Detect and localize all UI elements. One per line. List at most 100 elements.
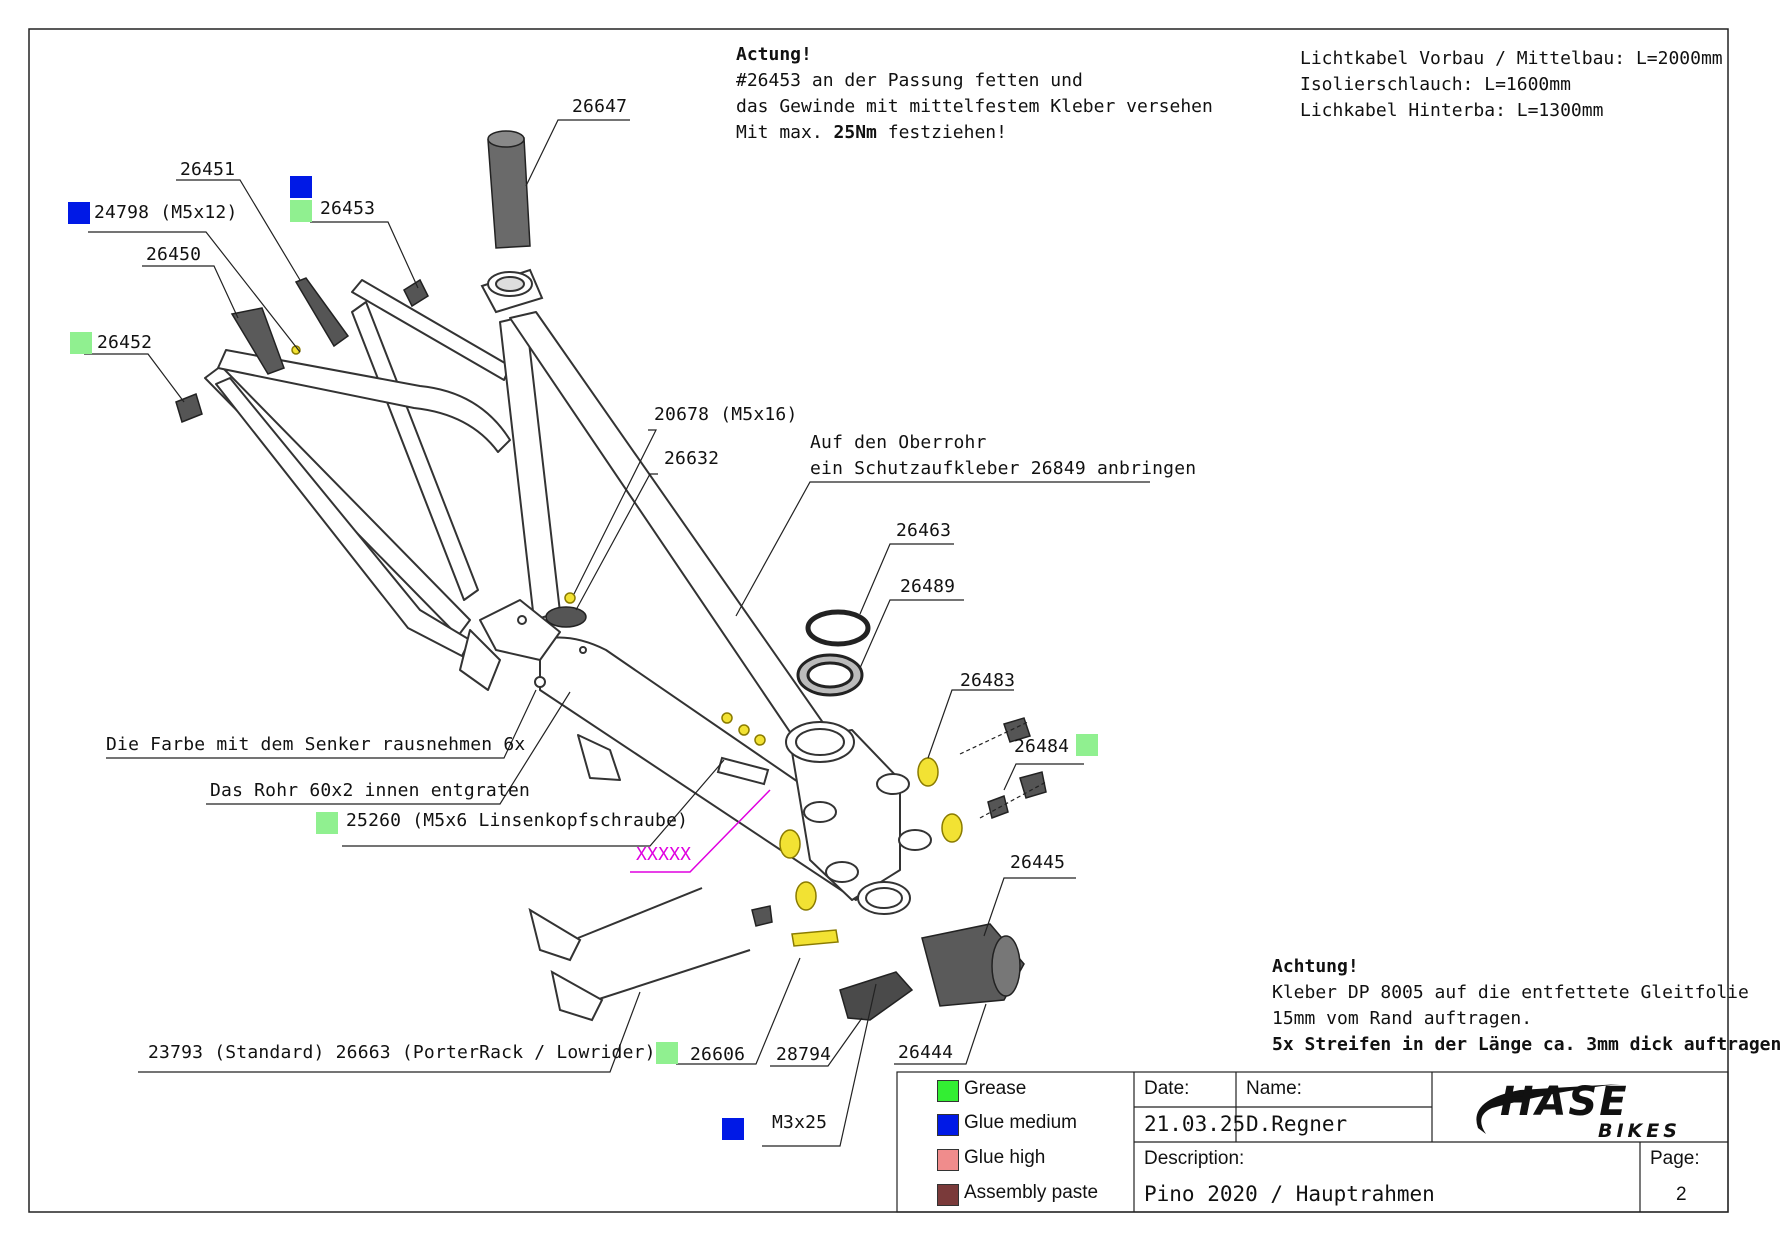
part-26451 [294,277,350,348]
cable-length-line: Lichtkabel Vorbau / Mittelbau: L=2000mm [1300,48,1723,69]
part-25260-plate [716,756,770,786]
callout-23793: 23793 (Standard) 26663 (PorterRack / Low… [148,1042,656,1063]
hase-logo-sub-container: BIKES [1598,1120,1681,1142]
description-label: Description: [1144,1148,1245,1169]
callout-28794: 28794 [776,1044,832,1065]
grease-marker [1076,734,1098,756]
head-lug [789,729,901,901]
callout-26489: 26489 [900,576,956,597]
hase-logo: HASE [1500,1082,1629,1122]
part-26483-bushing [917,757,939,787]
part-26484-b [1019,771,1047,799]
callout-rohr: Das Rohr 60x2 innen entgraten [210,780,531,801]
callout-26452: 26452 [97,332,153,353]
part-26463 [805,609,871,647]
legend-label-glue-medium: Glue medium [964,1112,1077,1133]
adhesive-note-line1: Kleber DP 8005 auf die entfettete Gleitf… [1272,982,1749,1003]
legend-swatch-grease [937,1080,959,1102]
seat-stay-right [351,301,479,601]
axle-lower [595,949,751,1001]
glue-medium-marker [722,1118,744,1140]
callout-26484: 26484 [1014,736,1070,757]
legend-label-grease: Grease [964,1078,1027,1099]
torque-value: 25Nm [833,122,877,143]
leader-lines [84,119,1150,1147]
callout-26647: 26647 [572,96,628,117]
warning-title: Actung! [736,44,812,65]
grease-marker [290,200,312,222]
warning-line2: das Gewinde mit mittelfestem Kleber vers… [736,96,1213,117]
callout-24798: 24798 (M5x12) [94,202,238,223]
warning-note-top: Actung! #26453 an der Passung fetten und… [736,42,1213,146]
rear-bracket [459,629,501,691]
glue-medium-marker [290,176,312,198]
callout-26463: 26463 [896,520,952,541]
part-26452 [175,392,203,424]
hase-logo-swoosh [1476,1084,1620,1134]
callout-26483: 26483 [960,670,1016,691]
part-26606-bolt [791,929,839,947]
callout-26451: 26451 [180,159,236,180]
legend-swatch-assembly-paste [937,1184,959,1206]
seat-clamp [480,268,544,314]
adhesive-note-line3: 5x Streifen in der Länge ca. 3mm dick au… [1272,1034,1781,1055]
part-26450 [230,307,285,375]
adhesive-note: Achtung! Kleber DP 8005 auf die entfette… [1272,954,1781,1058]
cable-length-line: Isolierschlauch: L=1600mm [1300,74,1571,95]
qr-lever-upper [528,907,582,962]
grease-marker [70,332,92,354]
page-value: 2 [1676,1184,1687,1205]
callout-26606: 26606 [690,1044,746,1065]
bridge-tube [217,349,511,453]
glue-medium-marker [68,202,90,224]
cable-length-line: Lichkabel Hinterba: L=1300mm [1300,100,1604,121]
part-26453 [403,278,429,308]
legend-label-assembly-paste: Assembly paste [964,1182,1099,1203]
callout-26450: 26450 [146,244,202,265]
grease-marker [316,812,338,834]
cable-lengths-note: Lichtkabel Vorbau / Mittelbau: L=2000mm … [1300,46,1723,124]
description-value: Pino 2020 / Hauptrahmen [1144,1182,1435,1206]
callout-20678: 20678 (M5x16) [654,404,798,425]
adhesive-note-line2: 15mm vom Rand auftragen. [1272,1008,1533,1029]
sheet-border [28,28,1729,1213]
part-28794 [839,971,914,1021]
grease-marker [656,1042,678,1064]
callout-26445: 26445 [1010,852,1066,873]
callout-26444: 26444 [898,1042,954,1063]
hase-logo-main: HASE [1500,1079,1629,1125]
date-label: Date: [1144,1078,1190,1099]
callout-26453: 26453 [320,198,376,219]
legend-swatch-glue-high [937,1149,959,1171]
bb-lug [479,599,561,661]
page-label: Page: [1650,1148,1700,1169]
part-26647 [487,137,531,249]
callout-m3x25: M3x25 [772,1112,828,1133]
hase-logo-sub: BIKES [1598,1120,1681,1142]
part-26606-washer [751,905,773,927]
legend-swatch-glue-medium [937,1114,959,1136]
name-label: Name: [1246,1078,1302,1099]
qr-lever-lower [550,970,604,1022]
warning-line1: #26453 an der Passung fetten und [736,70,1083,91]
name-value: D.Regner [1246,1112,1348,1136]
markup-xxxxx: XXXXX [636,844,692,865]
adhesive-note-title: Achtung! [1272,956,1359,977]
markup-leader [630,789,771,873]
callout-25260: 25260 (M5x6 Linsenkopfschraube) [346,810,689,831]
frame [204,279,932,915]
title-block-grid [896,1071,1729,1213]
callout-26632: 26632 [664,448,720,469]
callout-farbe: Die Farbe mit dem Senker rausnehmen 6x [106,734,526,755]
callout-oberrohr-line2: ein Schutzaufkleber 26849 anbringen [810,458,1197,479]
warning-line3-prefix: Mit max. [736,122,834,143]
legend-label-glue-high: Glue high [964,1147,1046,1168]
axle-upper [577,887,703,939]
warning-line3: Mit max. 25Nm festziehen! [736,120,1213,146]
date-value: 21.03.25 [1144,1112,1246,1136]
kickstand-plate [577,734,621,781]
callout-oberrohr-line1: Auf den Oberrohr [810,432,987,453]
warning-line3-suffix: festziehen! [876,122,1007,143]
part-26632 [545,606,587,628]
